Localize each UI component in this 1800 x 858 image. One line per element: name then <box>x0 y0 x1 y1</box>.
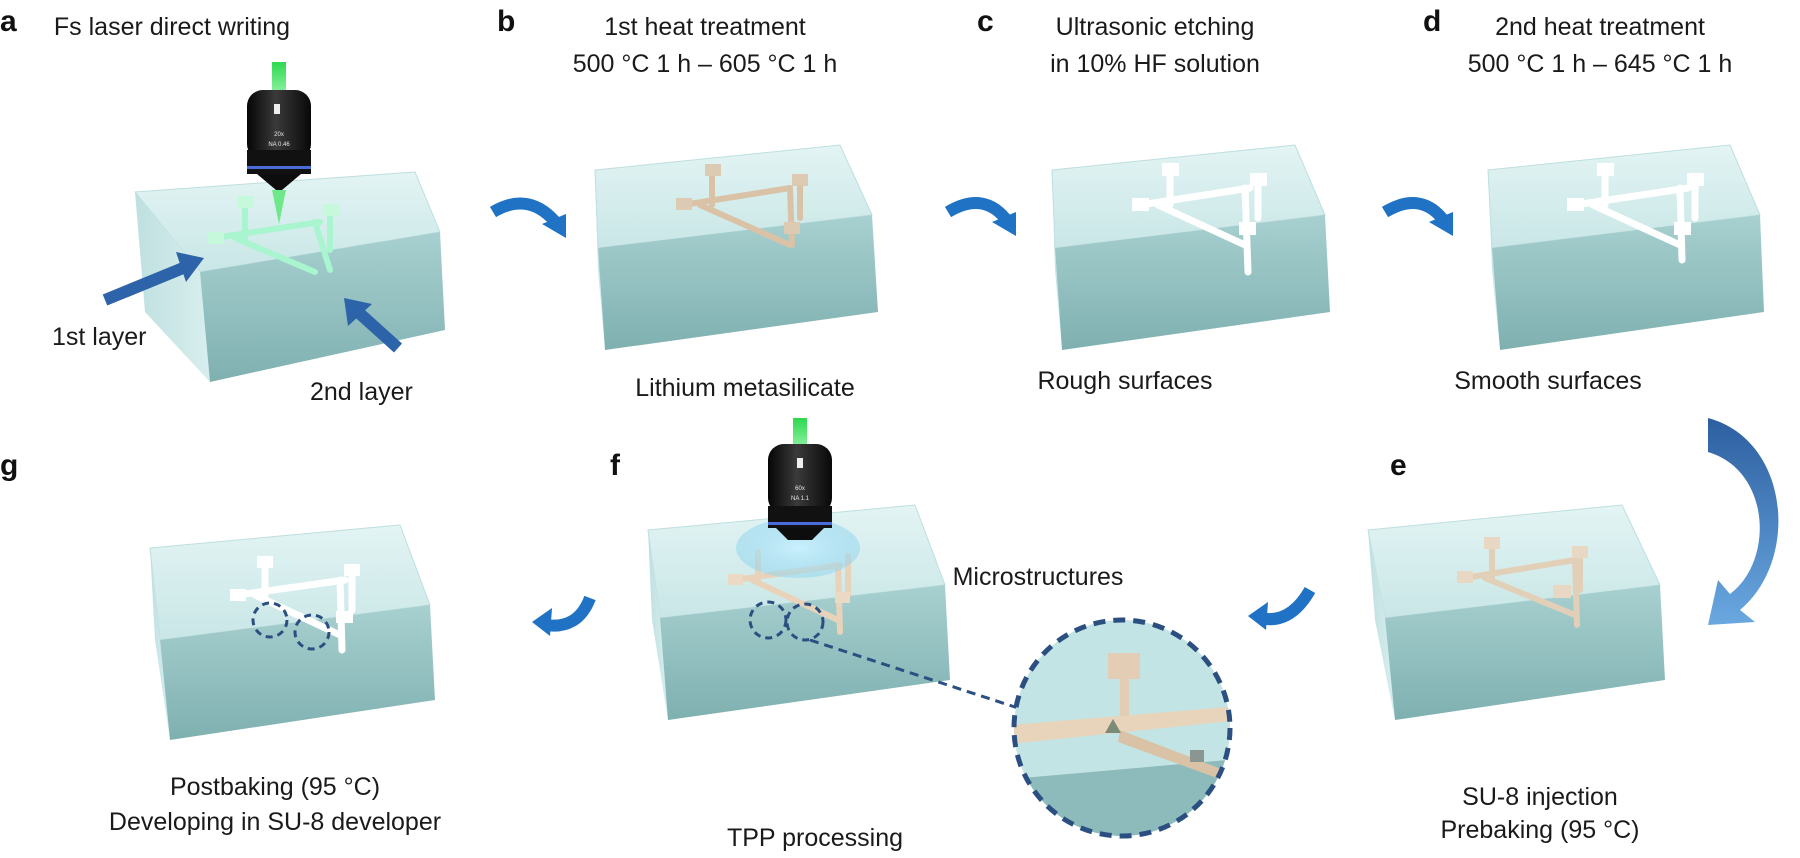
panel-e: e SU-8 injection Prebaking (95 °C) <box>1367 449 1665 844</box>
objective-f-mag: 60x <box>795 486 805 492</box>
panel-g-letter: g <box>0 449 18 482</box>
panel-e-caption-1: SU-8 injection <box>1462 783 1618 811</box>
objective-a-mag: 20x <box>274 132 284 138</box>
panel-a-letter: a <box>0 5 17 38</box>
objective-lens-a: 20x NA 0.46 <box>247 62 311 224</box>
arrow-f-to-g <box>532 595 596 636</box>
panel-c: c Ultrasonic etching in 10% HF solution … <box>977 5 1330 395</box>
panel-g-caption-1: Postbaking (95 °C) <box>170 773 380 801</box>
panel-d-title-2: 500 °C 1 h – 645 °C 1 h <box>1468 50 1733 78</box>
panel-b-letter: b <box>497 5 515 38</box>
panel-e-letter: e <box>1390 449 1407 482</box>
label-2nd-layer: 2nd layer <box>310 378 413 406</box>
panel-d-caption: Smooth surfaces <box>1454 367 1642 395</box>
panel-a: a Fs laser direct writing 20x NA 0.46 <box>0 5 445 406</box>
microchannel-c <box>1132 163 1267 276</box>
highlight-circle-f-2 <box>785 602 825 642</box>
glass-block-g <box>149 524 435 740</box>
arrow-2nd-layer <box>344 298 403 353</box>
glass-block-e <box>1367 504 1665 720</box>
arrow-e-to-f <box>1248 586 1316 630</box>
objective-lens-f: 60x NA 1.1 <box>768 418 832 540</box>
arrow-1st-layer <box>102 252 204 306</box>
microchannel-e <box>1457 537 1588 628</box>
panel-c-caption: Rough surfaces <box>1037 367 1212 395</box>
panel-e-caption-2: Prebaking (95 °C) <box>1441 816 1640 844</box>
panel-d-letter: d <box>1423 5 1441 38</box>
glass-block-c <box>1051 144 1330 350</box>
panel-f-caption: TPP processing <box>727 824 903 852</box>
panel-f: f 60x NA 1.1 TPP processing Microstructu <box>610 418 1233 852</box>
glass-block-a <box>134 171 445 382</box>
panel-b: b 1st heat treatment 500 °C 1 h – 605 °C… <box>497 5 878 402</box>
highlight-circle-g-2 <box>293 613 331 651</box>
objective-f-na: NA 1.1 <box>791 496 810 502</box>
panel-g-caption-2: Developing in SU-8 developer <box>109 808 441 836</box>
panel-d-title-1: 2nd heat treatment <box>1495 13 1705 41</box>
tpp-focus-halo <box>736 518 860 578</box>
inset-title: Microstructures <box>953 563 1124 591</box>
glass-block-f <box>647 504 950 720</box>
microchannel-g <box>230 556 360 654</box>
arrow-b-to-c <box>944 197 1016 236</box>
label-1st-layer: 1st layer <box>52 323 146 351</box>
microchannel-b <box>676 164 808 248</box>
panel-b-caption: Lithium metasilicate <box>635 374 855 402</box>
panel-g: g Postbaking (95 °C) Developing in SU-8 … <box>0 449 441 836</box>
zoom-line <box>809 638 1019 710</box>
glass-block-d <box>1487 144 1764 350</box>
arrow-c-to-d <box>1381 197 1453 236</box>
panel-a-title: Fs laser direct writing <box>54 13 290 41</box>
microstructures-inset <box>1011 617 1233 839</box>
arrow-a-to-b <box>489 197 566 238</box>
objective-a-na: NA 0.46 <box>268 142 290 148</box>
highlight-circle-f-1 <box>748 600 788 640</box>
panel-f-letter: f <box>610 449 621 482</box>
microchannel-d <box>1567 163 1704 264</box>
panel-c-title-2: in 10% HF solution <box>1050 50 1260 78</box>
panel-d: d 2nd heat treatment 500 °C 1 h – 645 °C… <box>1423 5 1764 395</box>
microchannel-a <box>208 196 339 275</box>
panel-b-title-2: 500 °C 1 h – 605 °C 1 h <box>573 50 838 78</box>
arrow-d-to-e <box>1708 418 1779 625</box>
panel-c-title-1: Ultrasonic etching <box>1056 13 1255 41</box>
glass-block-b <box>594 144 878 350</box>
panel-c-letter: c <box>977 5 994 38</box>
panel-b-title-1: 1st heat treatment <box>604 13 806 41</box>
highlight-circle-g-1 <box>251 601 289 639</box>
